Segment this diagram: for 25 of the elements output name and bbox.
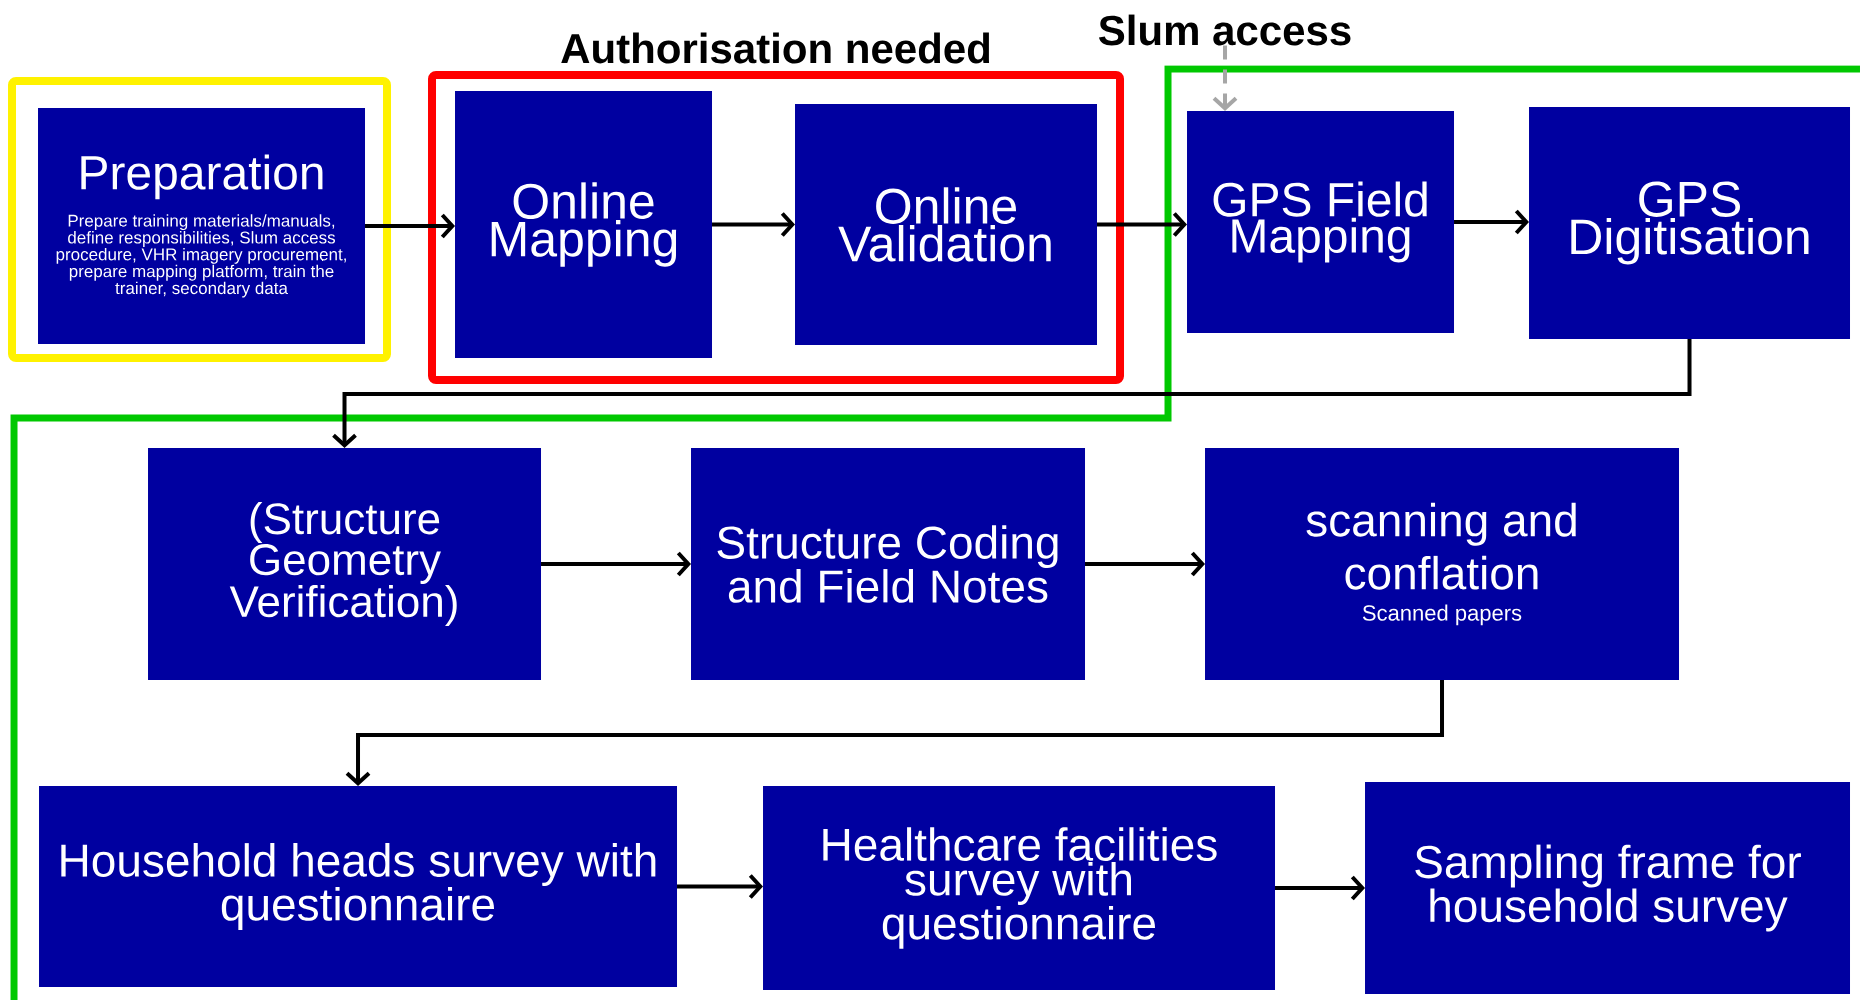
arrow	[677, 874, 763, 899]
process-box: scanning and conflation Scanned papers	[1205, 448, 1679, 680]
frame	[8, 77, 391, 362]
process-box: Household heads survey with questionnaire	[39, 786, 677, 987]
annotation: Slum access	[1098, 14, 1351, 46]
arrow	[712, 212, 795, 237]
process-box: Sampling frame for household survey	[1365, 782, 1850, 994]
arrow	[1212, 45, 1238, 111]
arrow	[332, 339, 1692, 448]
process-box: (Structure Geometry Verification)	[148, 448, 541, 680]
arrow	[1097, 212, 1187, 237]
node-label: Authorisation needed	[561, 32, 990, 64]
arrow	[1085, 551, 1205, 577]
arrow	[345, 680, 1444, 786]
process-box: GPS Field Mapping	[1187, 111, 1454, 333]
arrow	[541, 551, 691, 577]
process-box: Structure Coding and Field Notes	[691, 448, 1085, 680]
arrow	[1275, 875, 1365, 901]
process-box: Online Validation	[795, 104, 1097, 345]
process-box: Healthcare facilities survey with questionnaire	[763, 786, 1275, 990]
process-box: Online Mapping	[455, 91, 712, 358]
arrow	[365, 213, 455, 239]
arrow	[1454, 209, 1529, 235]
process-box: GPS Digitisation	[1529, 107, 1850, 339]
process-box: Preparation Prepare training materials/manuals, define responsibilities, Slum access procedure, VHR imagery procurement, prepare mapping platform, train the trainer, secondary data	[38, 108, 365, 344]
